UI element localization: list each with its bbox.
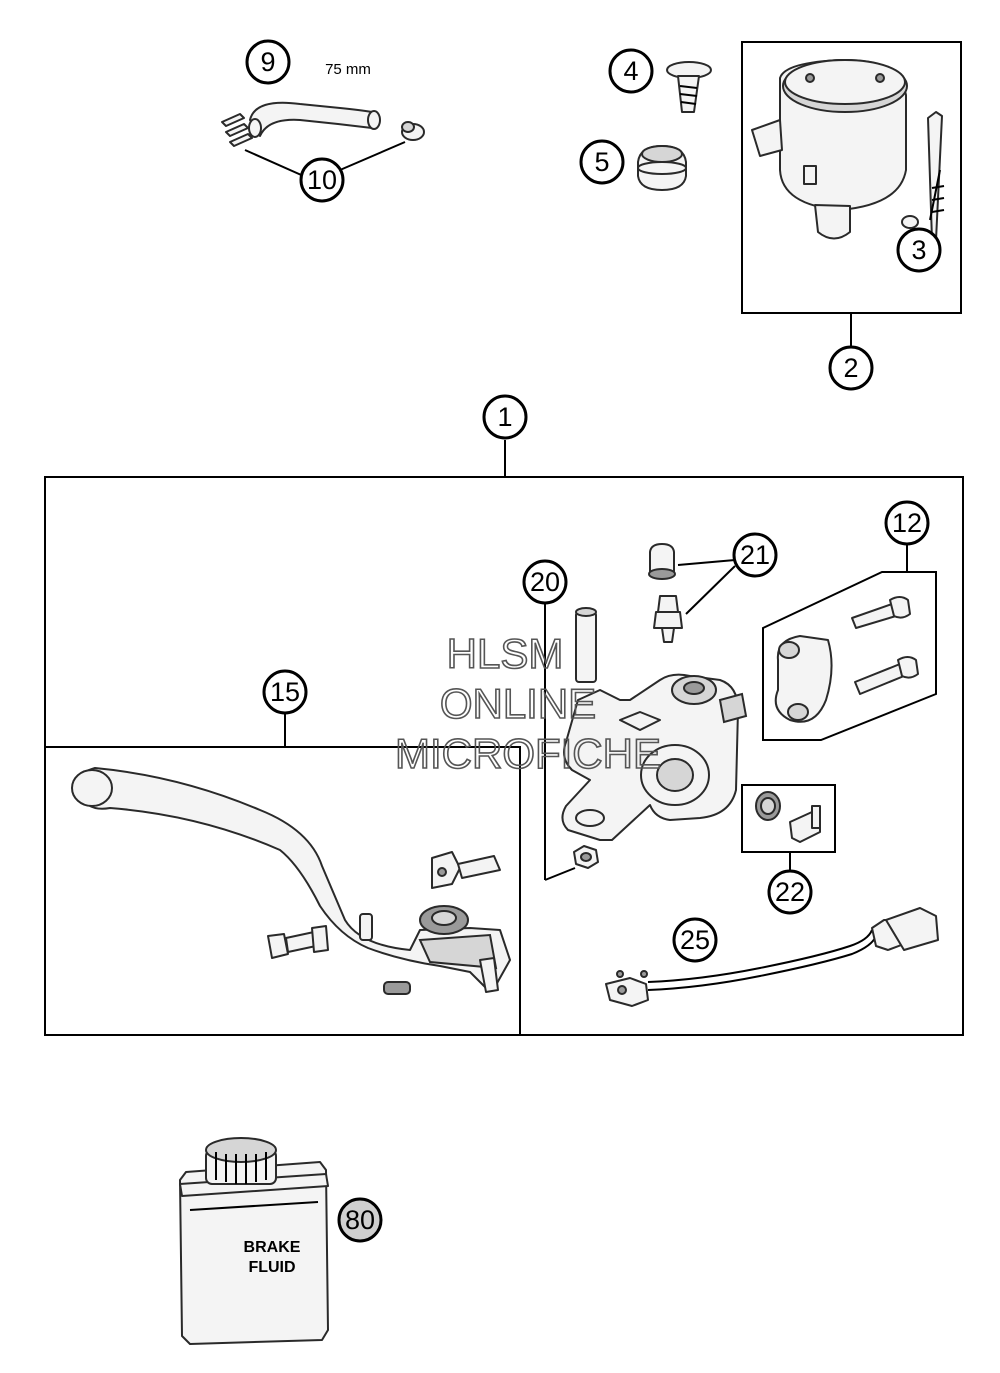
hose-clamp-right bbox=[401, 121, 425, 141]
bottle-label-brake: BRAKE bbox=[244, 1239, 301, 1256]
watermark-line-3: MICROFICHE bbox=[395, 730, 661, 777]
handlebar-clamp bbox=[774, 635, 833, 723]
reservoir-bolt bbox=[901, 111, 945, 241]
svg-text:9: 9 bbox=[260, 47, 275, 77]
bottle-label-fluid: FLUID bbox=[248, 1259, 295, 1276]
hose-assembly bbox=[221, 101, 425, 179]
callout-9[interactable]: 9 bbox=[245, 39, 291, 85]
master-cylinder-body bbox=[561, 673, 748, 841]
screw-part bbox=[666, 61, 712, 113]
callout-2[interactable]: 2 bbox=[828, 345, 874, 391]
hand-lever bbox=[71, 767, 511, 993]
bleeder-screw bbox=[653, 595, 683, 643]
clamp-kit-box bbox=[762, 571, 937, 741]
svg-text:5: 5 bbox=[594, 147, 609, 177]
callout-25[interactable]: 25 bbox=[672, 917, 718, 963]
brake-fluid-bottle bbox=[179, 1137, 329, 1345]
switch-grommet bbox=[755, 791, 781, 821]
svg-text:20: 20 bbox=[530, 567, 560, 597]
svg-text:80: 80 bbox=[345, 1205, 375, 1235]
hose-length-label: 75 mm bbox=[325, 61, 371, 78]
pin-nut bbox=[573, 845, 599, 869]
svg-text:21: 21 bbox=[740, 540, 770, 570]
grommet-part bbox=[637, 145, 687, 191]
callout-15[interactable]: 15 bbox=[262, 669, 308, 715]
callout-4[interactable]: 4 bbox=[608, 48, 654, 94]
svg-text:22: 22 bbox=[775, 877, 805, 907]
svg-text:2: 2 bbox=[843, 353, 858, 383]
svg-text:1: 1 bbox=[497, 402, 512, 432]
callout-22[interactable]: 22 bbox=[767, 869, 813, 915]
clamp-bolt-lower bbox=[854, 656, 919, 695]
lever-kit-box bbox=[44, 746, 521, 1036]
clamp-bolt-upper bbox=[851, 596, 911, 629]
svg-text:12: 12 bbox=[892, 508, 922, 538]
svg-text:3: 3 bbox=[911, 235, 926, 265]
watermark-line-2: ONLINE bbox=[440, 680, 596, 727]
pivot-pin bbox=[575, 607, 597, 683]
callout-10[interactable]: 10 bbox=[299, 157, 345, 203]
callout-3[interactable]: 3 bbox=[896, 227, 942, 273]
callout-12[interactable]: 12 bbox=[884, 500, 930, 546]
hose-clamp-left bbox=[221, 113, 253, 147]
reservoir-part bbox=[751, 59, 908, 240]
svg-text:25: 25 bbox=[680, 925, 710, 955]
bleeder-cap bbox=[648, 543, 676, 580]
lever-adjuster bbox=[431, 851, 501, 889]
watermark-line-1: HLSM bbox=[447, 630, 564, 677]
callout-21[interactable]: 21 bbox=[732, 532, 778, 578]
lever-bolt bbox=[267, 925, 329, 959]
lever-spring bbox=[383, 981, 411, 995]
svg-text:15: 15 bbox=[270, 677, 300, 707]
callout-20[interactable]: 20 bbox=[522, 559, 568, 605]
callout-80[interactable]: 80 bbox=[337, 1197, 383, 1243]
switch-kit-box bbox=[741, 784, 836, 853]
svg-text:10: 10 bbox=[307, 165, 337, 195]
brake-light-switch bbox=[605, 907, 939, 1007]
switch-pin bbox=[789, 805, 821, 843]
svg-text:4: 4 bbox=[623, 56, 638, 86]
callout-1[interactable]: 1 bbox=[482, 394, 528, 440]
callout-5[interactable]: 5 bbox=[579, 139, 625, 185]
